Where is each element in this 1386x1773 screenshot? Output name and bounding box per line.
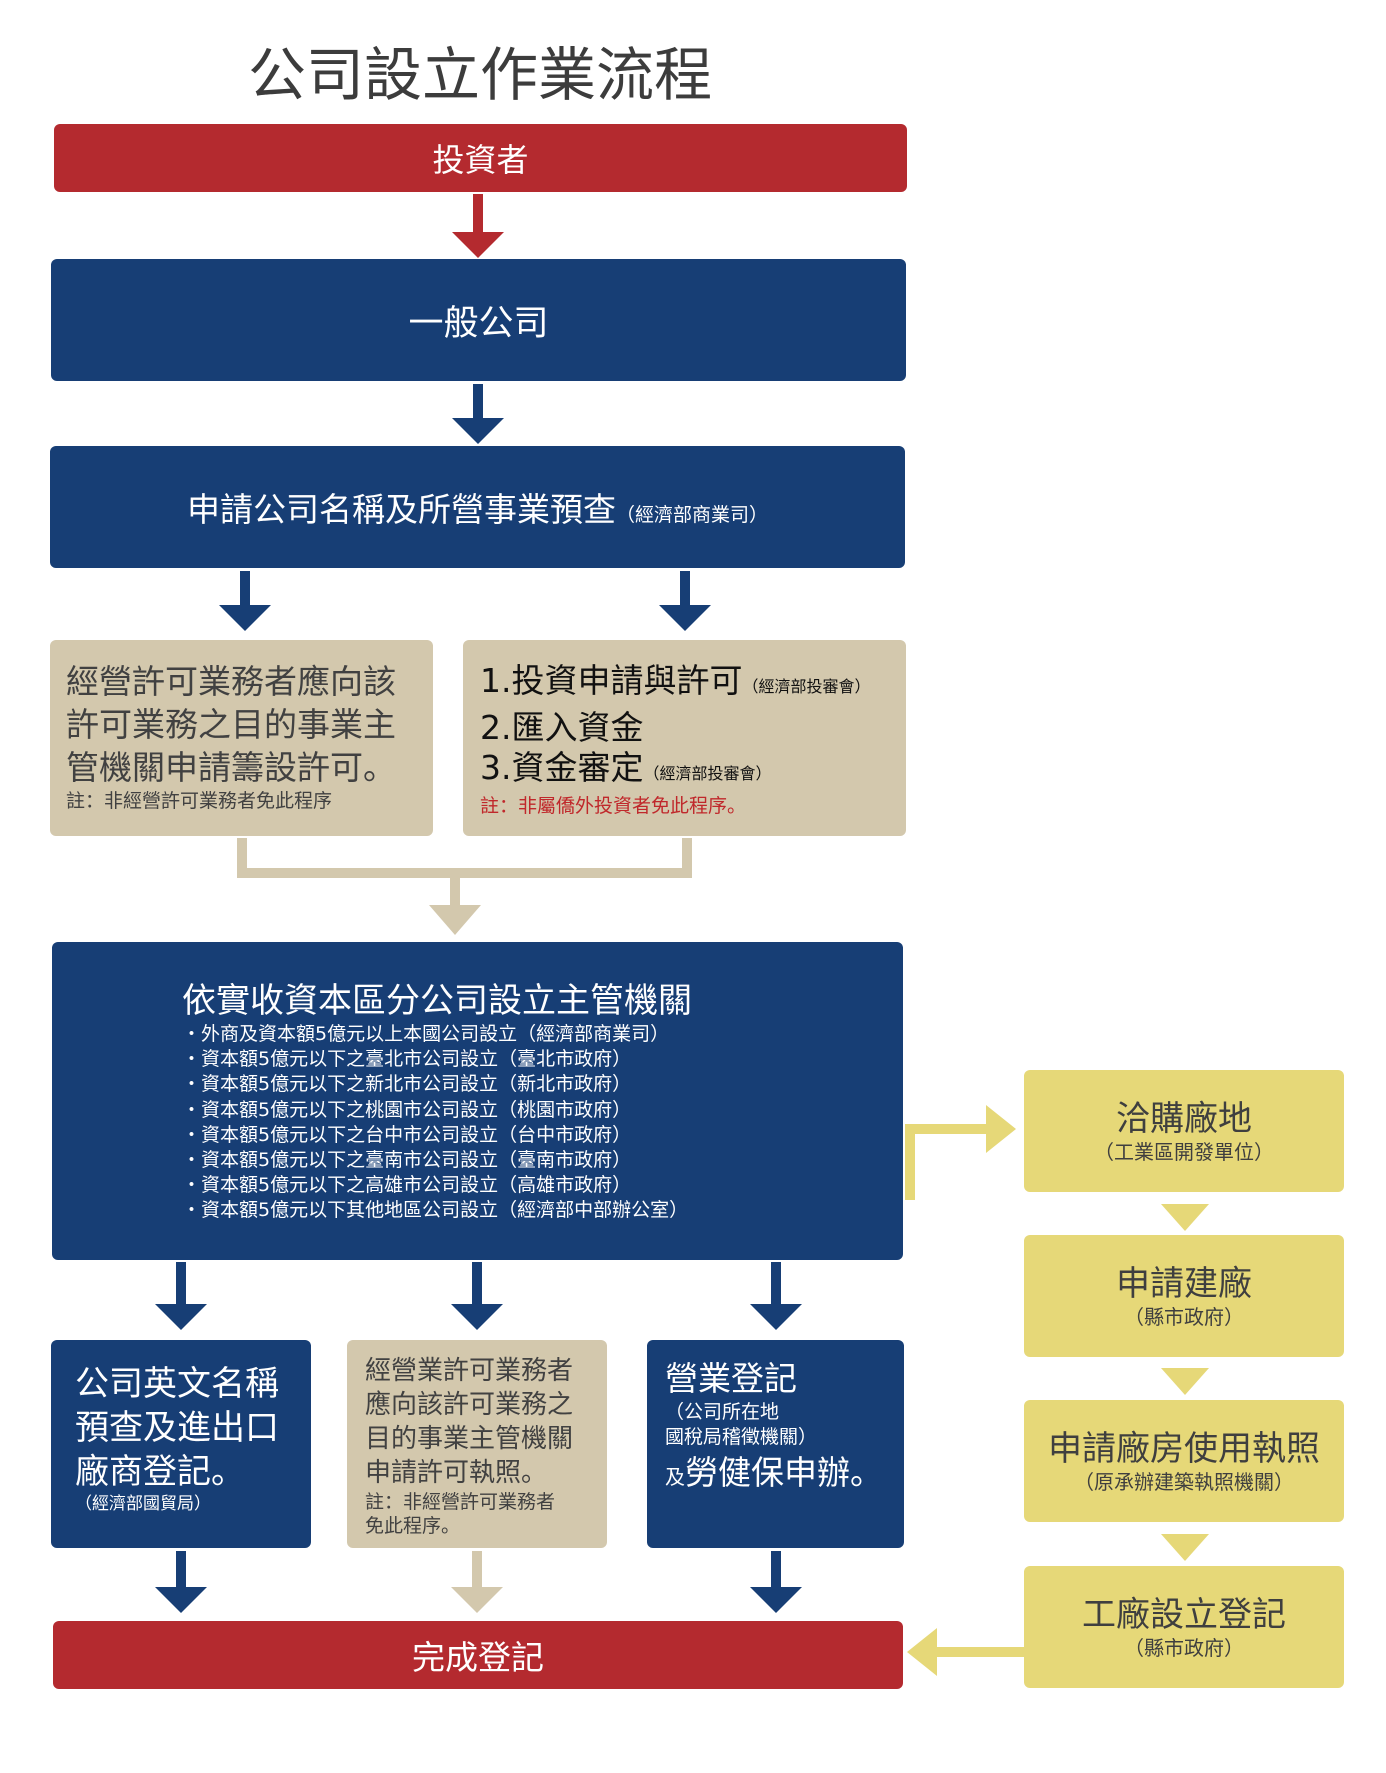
permit-application-box: 經營許可業務者應向該 許可業務之目的事業主 管機關申請籌設許可。 註：非經營許可… xyxy=(50,640,433,836)
business-registration-tail: 及勞健保申辦。 xyxy=(665,1453,883,1492)
permit-line-2: 許可業務之目的事業主 xyxy=(66,705,396,744)
business-permit-line-3: 目的事業主管機關 xyxy=(365,1424,574,1454)
authority-item: ・資本額5億元以下之臺北市公司設立（臺北市政府） xyxy=(182,1048,632,1071)
factory-step-sub: （縣市政府） xyxy=(1124,1305,1244,1329)
factory-step-registration: 工廠設立登記 （縣市政府） xyxy=(1024,1566,1344,1688)
general-company-box: 一般公司 xyxy=(51,259,906,381)
prereview-agency: （經濟部商業司） xyxy=(615,504,768,526)
factory-step-title: 工廠設立登記 xyxy=(1082,1595,1286,1635)
business-registration-sub-2: 國稅局稽徵機關） xyxy=(665,1426,818,1448)
authority-item: ・外商及資本額5億元以上本國公司設立（經濟部商業司） xyxy=(182,1023,670,1045)
business-permit-note-1: 註：非經營許可業務者 xyxy=(365,1491,556,1513)
english-name-line-2: 預查及進出口 xyxy=(75,1408,279,1448)
english-name-line-1: 公司英文名稱 xyxy=(75,1364,279,1404)
complete-box: 完成登記 xyxy=(53,1621,903,1689)
permit-note: 註：非經營許可業務者免此程序 xyxy=(66,790,333,812)
investor-box: 投資者 xyxy=(54,124,907,192)
prereview-box: 申請公司名稱及所營事業預查（經濟部商業司） xyxy=(50,446,905,568)
prereview-label: 申請公司名稱及所營事業預查（經濟部商業司） xyxy=(187,483,768,531)
authority-title: 依實收資本區分公司設立主管機關 xyxy=(182,981,692,1021)
general-company-label: 一般公司 xyxy=(408,303,549,344)
permit-line-3: 管機關申請籌設許可。 xyxy=(66,748,396,787)
factory-step-title: 申請建廠 xyxy=(1116,1264,1252,1304)
authority-list: ・外商及資本額5億元以上本國公司設立（經濟部商業司） ・資本額5億元以下之臺北市… xyxy=(182,1022,903,1224)
business-permit-box: 經營業許可業務者 應向該許可業務之 目的事業主管機關 申請許可執照。 註：非經營… xyxy=(347,1340,607,1548)
authority-item: ・資本額5億元以下其他地區公司設立（經濟部中部辦公室） xyxy=(182,1199,689,1222)
navy-arrows xyxy=(155,384,802,1613)
english-name-agency: （經濟部國貿局） xyxy=(75,1494,211,1514)
english-name-box: 公司英文名稱 預查及進出口 廠商登記。 （經濟部國貿局） xyxy=(51,1340,311,1548)
business-permit-line-4: 申請許可執照。 xyxy=(365,1458,548,1488)
business-registration-title: 營業登記 xyxy=(665,1359,797,1398)
investor-label: 投資者 xyxy=(432,141,529,179)
yellow-arrows xyxy=(905,1105,1209,1676)
factory-step-build: 申請建廠 （縣市政府） xyxy=(1024,1235,1344,1357)
factory-step-title: 洽購廠地 xyxy=(1116,1099,1252,1139)
beige-arrows xyxy=(237,838,692,1613)
business-permit-line-2: 應向該許可業務之 xyxy=(365,1390,574,1420)
red-arrow xyxy=(452,194,504,258)
business-permit-note-2: 免此程序。 xyxy=(365,1515,461,1537)
page-title: 公司設立作業流程 xyxy=(248,41,713,109)
prereview-text: 申請公司名稱及所營事業預查 xyxy=(186,490,616,529)
business-permit-line-1: 經營業許可業務者 xyxy=(365,1356,574,1386)
authority-box: 依實收資本區分公司設立主管機關 ・外商及資本額5億元以上本國公司設立（經濟部商業… xyxy=(52,942,903,1260)
factory-step-sub: （工業區開發單位） xyxy=(1094,1140,1274,1164)
factory-step-sub: （原承辦建築執照機關） xyxy=(1074,1470,1294,1494)
factory-step-title: 申請廠房使用執照 xyxy=(1048,1429,1320,1469)
factory-step-license: 申請廠房使用執照 （原承辦建築執照機關） xyxy=(1024,1400,1344,1522)
complete-label: 完成登記 xyxy=(412,1638,544,1677)
factory-step-sub: （縣市政府） xyxy=(1124,1636,1244,1660)
factory-step-land: 洽購廠地 （工業區開發單位） xyxy=(1024,1070,1344,1192)
investment-note: 註：非屬僑外投資者免此程序。 xyxy=(480,795,747,817)
investment-box: 1.投資申請與許可（經濟部投審會） 2.匯入資金 3.資金審定（經濟部投審會） … xyxy=(463,640,906,836)
authority-item: ・資本額5億元以下之臺南市公司設立（臺南市政府） xyxy=(182,1149,632,1172)
authority-item: ・資本額5億元以下之台中市公司設立（台中市政府） xyxy=(182,1123,632,1146)
investment-item-2: 2.匯入資金 xyxy=(480,708,644,747)
permit-line-1: 經營許可業務者應向該 xyxy=(66,662,396,701)
english-name-line-3: 廠商登記。 xyxy=(75,1452,245,1492)
business-registration-box: 營業登記 （公司所在地 國稅局稽徵機關） 及勞健保申辦。 xyxy=(647,1340,904,1548)
business-registration-sub-1: （公司所在地 xyxy=(665,1401,780,1423)
authority-item: ・資本額5億元以下之高雄市公司設立（高雄市政府） xyxy=(182,1174,632,1197)
investment-item-3: 3.資金審定（經濟部投審會） xyxy=(480,748,772,787)
investment-item-1: 1.投資申請與許可（經濟部投審會） xyxy=(480,661,871,700)
authority-item: ・資本額5億元以下之新北市公司設立（新北市政府） xyxy=(182,1073,632,1096)
authority-item: ・資本額5億元以下之桃園市公司設立（桃園市政府） xyxy=(182,1098,632,1121)
